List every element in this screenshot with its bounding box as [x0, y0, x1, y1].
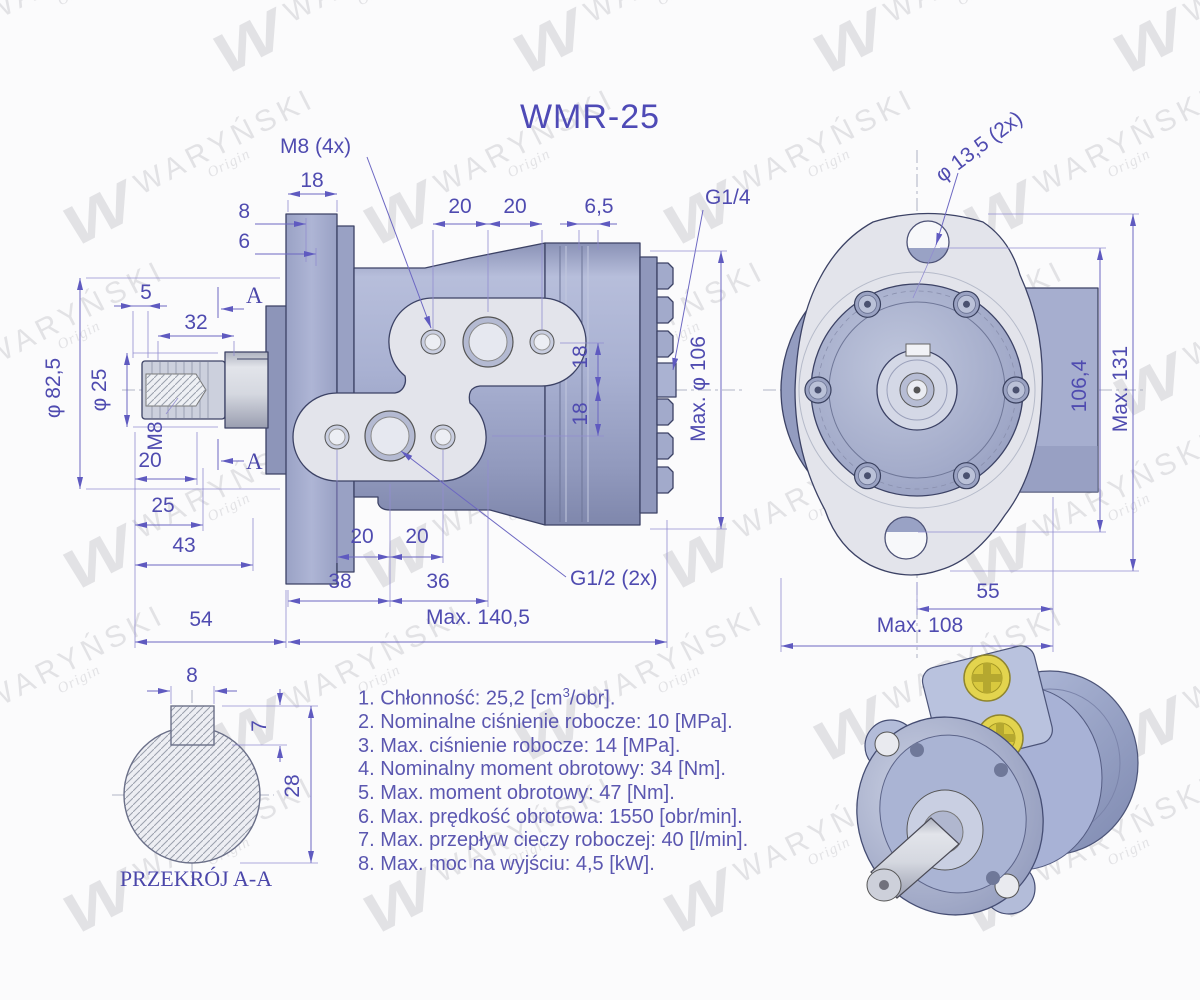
dim-key-w: 8 [186, 664, 198, 687]
dim-port-top-2: 20 [503, 195, 526, 218]
dim-36: 36 [426, 570, 449, 593]
shaft-cylinder [224, 351, 269, 429]
dim-38: 38 [328, 570, 351, 593]
dim-width: Max. 108 [877, 614, 963, 637]
gerotor-nuts [656, 262, 674, 494]
dim-flange-width: 18 [300, 169, 323, 192]
dim-band: 6,5 [584, 195, 613, 218]
dim-43: 43 [172, 534, 195, 557]
dim-section-height: 28 [281, 774, 304, 797]
dim-port-bot-2: 20 [405, 525, 428, 548]
label-m8-4x: M8 (4x) [280, 135, 351, 158]
dim-port-top-1: 20 [448, 195, 471, 218]
dim-port-bot-1: 20 [350, 525, 373, 548]
dim-25: 25 [151, 494, 174, 517]
dim-port-v-2: 18 [569, 402, 592, 425]
end-cap [639, 256, 658, 514]
shaft-3d [866, 817, 960, 902]
dim-dia-shaft: φ 25 [88, 369, 111, 412]
dim-key-len: 20 [138, 449, 161, 472]
spec-item-7: 7. Max. przepływ cieczy roboczej: 40 [l/… [358, 829, 749, 852]
spec-item-1: 1. Chłonność: 25,2 [cm3/obr]. [358, 685, 616, 710]
yellow-cap-1 [963, 654, 1011, 702]
section-view: 8 7 28 PRZEKRÓJ A-A [112, 664, 318, 891]
g14-port [656, 362, 677, 398]
dim-step6: 6 [238, 230, 250, 253]
dim-width-half: 55 [976, 580, 999, 603]
section-mark-a-bottom: A [246, 449, 263, 474]
section-caption: PRZEKRÓJ A-A [120, 866, 272, 891]
product-photo [856, 645, 1139, 916]
shaft-hub [265, 305, 289, 475]
dim-54: 54 [189, 608, 213, 631]
spec-item-3: 3. Max. ciśnienie robocze: 14 [MPa]. [358, 734, 681, 757]
dim-shaft-len: 32 [184, 311, 207, 334]
dim-total-len: Max. 140,5 [426, 606, 530, 629]
dim-port-v-1: 18 [569, 345, 592, 368]
spec-item-4: 4. Nominalny moment obrotowy: 34 [Nm]. [358, 758, 726, 781]
dim-hole-spacing: 106,4 [1068, 359, 1091, 412]
label-m8-thread: M8 [144, 421, 167, 450]
dim-dia-body: Max. φ 106 [687, 336, 710, 442]
spec-item-8: 8. Max. moc na wyjściu: 4,5 [kW]. [358, 852, 655, 875]
side-view: M8 (4x) 18 8 6 20 20 6,5 G1/4 5 32 A A φ… [42, 135, 751, 648]
face-bolts [804, 290, 1030, 490]
label-g14: G1/4 [705, 186, 751, 209]
page-title: WMR-25 [519, 98, 661, 136]
dim-key-h: 7 [248, 720, 271, 732]
dim-hole-dia: φ 13,5 (2x) [931, 107, 1027, 187]
key-slot [905, 343, 931, 357]
dim-height: Max. 131 [1109, 346, 1132, 432]
dim-spline-tip: 5 [140, 281, 152, 304]
section-mark-a-top: A [246, 283, 263, 308]
dim-dia-flange: φ 82,5 [42, 358, 65, 418]
spec-item-6: 6. Max. prędkość obrotowa: 1550 [obr/min… [358, 805, 743, 828]
spec-item-5: 5. Max. moment obrotowy: 47 [Nm]. [358, 782, 675, 805]
port-holes [324, 316, 555, 462]
dim-step8: 8 [238, 200, 250, 223]
label-g12: G1/2 (2x) [570, 567, 658, 590]
spec-item-2: 2. Nominalne ciśnienie robocze: 10 [MPa]… [358, 711, 733, 734]
front-view: φ 13,5 (2x) 106,4 Max. 131 55 Max. 108 [763, 107, 1145, 658]
spec-list: 1. Chłonność: 25,2 [cm3/obr]. 2. Nominal… [358, 681, 748, 876]
valve-section [544, 242, 641, 526]
